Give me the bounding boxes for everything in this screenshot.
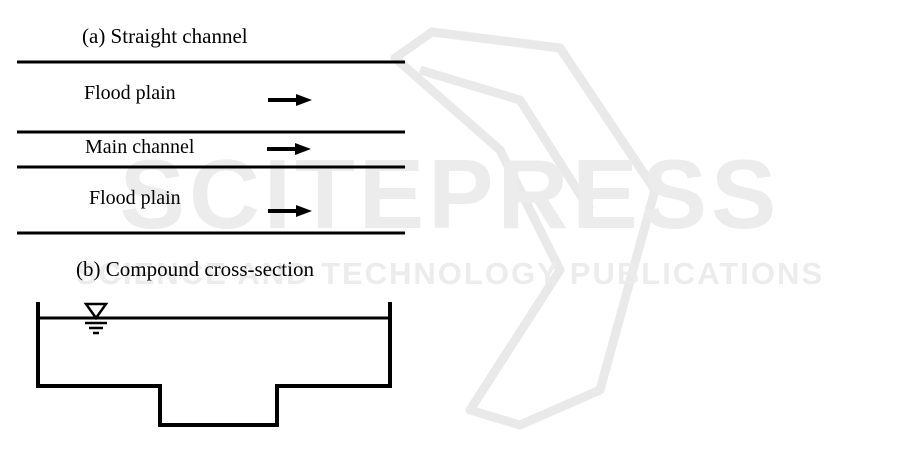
plan-view-lines bbox=[17, 62, 405, 233]
flow-arrow-icon bbox=[268, 205, 312, 217]
panel-a-title: (a) Straight channel bbox=[82, 26, 248, 47]
flow-arrow-icon bbox=[267, 143, 311, 155]
panel-b-title: (b) Compound cross-section bbox=[76, 259, 314, 280]
region-label-flood-plain-bottom: Flood plain bbox=[89, 188, 181, 208]
region-label-main-channel: Main channel bbox=[85, 137, 194, 157]
flow-arrow-icon bbox=[268, 94, 312, 106]
cross-section-outline bbox=[38, 302, 390, 425]
region-label-flood-plain-top: Flood plain bbox=[84, 83, 176, 103]
